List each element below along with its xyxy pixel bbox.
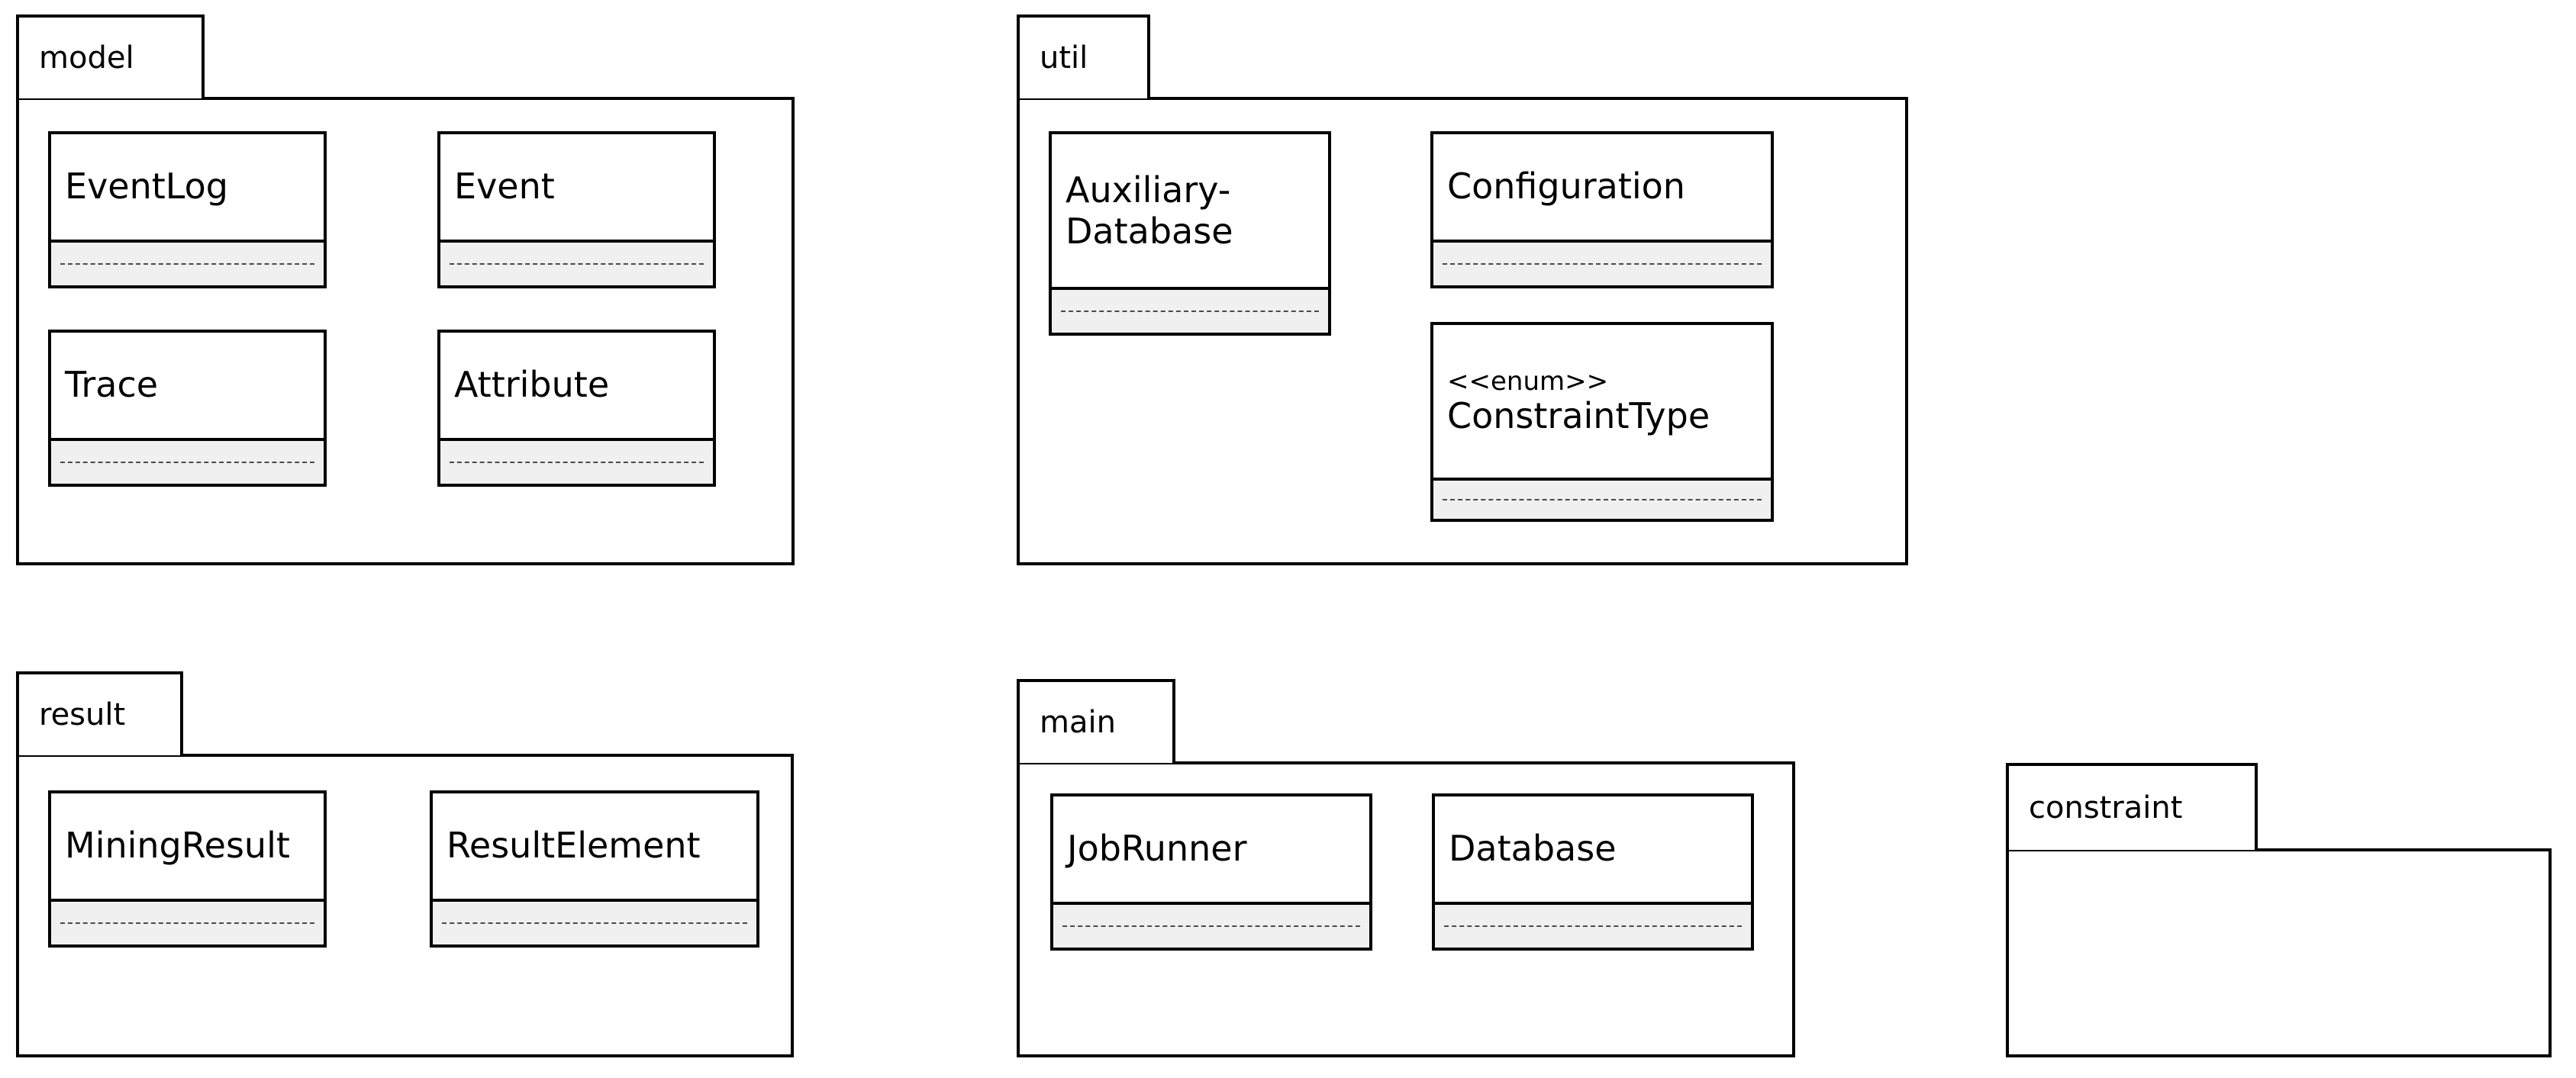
class-attributes-compartment xyxy=(51,243,324,285)
class-name-label: MiningResult xyxy=(65,825,290,867)
package-name-constraint: constraint xyxy=(2029,790,2183,825)
class-attributes-compartment xyxy=(440,243,713,285)
package-name-main: main xyxy=(1040,705,1116,740)
class-attributes-compartment xyxy=(433,902,756,944)
class-box-trace[interactable]: Trace xyxy=(48,330,327,487)
package-tab-result[interactable]: result xyxy=(16,671,183,755)
class-box-auxiliary-database[interactable]: Auxiliary-Database xyxy=(1049,131,1331,336)
class-name-compartment: Attribute xyxy=(440,333,713,441)
class-name-label: Attribute xyxy=(454,364,610,406)
class-name-compartment: Event xyxy=(440,134,713,243)
class-name-compartment: Configuration xyxy=(1433,134,1771,243)
class-box-constrainttype[interactable]: <<enum>> ConstraintType xyxy=(1430,322,1774,522)
class-box-configuration[interactable]: Configuration xyxy=(1430,131,1774,288)
class-box-event[interactable]: Event xyxy=(437,131,716,288)
class-name-compartment: Database xyxy=(1435,796,1751,905)
class-name-label: ResultElement xyxy=(447,825,701,867)
package-tab-main[interactable]: main xyxy=(1017,679,1175,763)
class-name-label: JobRunner xyxy=(1067,828,1247,870)
class-attributes-compartment xyxy=(1052,290,1328,333)
attribute-separator-line xyxy=(450,462,704,463)
class-name-compartment: JobRunner xyxy=(1053,796,1369,905)
class-name-compartment: Trace xyxy=(51,333,324,441)
class-name-label: Configuration xyxy=(1447,166,1685,208)
attribute-separator-line xyxy=(1444,925,1742,927)
class-box-resultelement[interactable]: ResultElement xyxy=(430,790,759,948)
package-tab-util[interactable]: util xyxy=(1017,14,1150,98)
attribute-separator-line xyxy=(1443,499,1762,500)
class-box-database[interactable]: Database xyxy=(1432,793,1754,951)
package-name-util: util xyxy=(1040,40,1088,76)
class-name-compartment: Auxiliary-Database xyxy=(1052,134,1328,290)
class-attributes-compartment xyxy=(1433,481,1771,519)
class-attributes-compartment xyxy=(1433,243,1771,285)
attribute-separator-line xyxy=(1062,925,1360,927)
class-box-miningresult[interactable]: MiningResult xyxy=(48,790,327,948)
package-body-constraint xyxy=(2006,848,2552,1057)
class-name-line-1: Auxiliary- xyxy=(1066,169,1231,211)
class-name-label: Database xyxy=(1449,828,1617,870)
package-tab-model[interactable]: model xyxy=(16,14,205,98)
class-name-label: Trace xyxy=(65,364,159,406)
class-stereotype-label: <<enum>> xyxy=(1447,366,1609,397)
class-name-compartment: EventLog xyxy=(51,134,324,243)
class-attributes-compartment xyxy=(1053,905,1369,948)
class-attributes-compartment xyxy=(51,902,324,944)
class-name-compartment: MiningResult xyxy=(51,793,324,902)
class-name-label: Auxiliary-Database xyxy=(1066,169,1314,253)
class-name-label: ConstraintType xyxy=(1447,395,1710,437)
attribute-separator-line xyxy=(442,922,747,924)
attribute-separator-line xyxy=(450,263,704,265)
class-name-compartment: ResultElement xyxy=(433,793,756,902)
attribute-separator-line xyxy=(1443,263,1762,265)
class-attributes-compartment xyxy=(1435,905,1751,948)
attribute-separator-line xyxy=(60,922,314,924)
class-name-label: Event xyxy=(454,166,555,208)
attribute-separator-line xyxy=(1061,311,1319,312)
class-box-eventlog[interactable]: EventLog xyxy=(48,131,327,288)
class-box-attribute[interactable]: Attribute xyxy=(437,330,716,487)
class-name-label: EventLog xyxy=(65,166,228,208)
package-tab-constraint[interactable]: constraint xyxy=(2006,763,2258,850)
package-name-result: result xyxy=(39,697,126,732)
class-box-jobrunner[interactable]: JobRunner xyxy=(1050,793,1372,951)
package-name-model: model xyxy=(39,40,134,76)
attribute-separator-line xyxy=(60,263,314,265)
class-name-compartment: <<enum>> ConstraintType xyxy=(1433,325,1771,481)
attribute-separator-line xyxy=(60,462,314,463)
class-attributes-compartment xyxy=(440,441,713,484)
class-name-line-2: Database xyxy=(1066,211,1233,252)
class-attributes-compartment xyxy=(51,441,324,484)
